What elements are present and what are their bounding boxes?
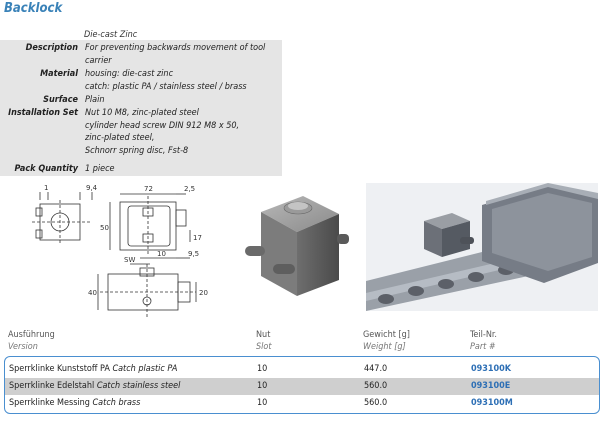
part-number-link[interactable]: 093100K (471, 364, 512, 374)
spec-value: housing: die-cast zinc (85, 69, 174, 79)
side-view-tab (35, 207, 43, 217)
application-image (366, 183, 598, 311)
header-slot-de: Nut (256, 330, 271, 340)
weight-cell: 560.0 (364, 398, 388, 408)
side-view-tab (35, 229, 43, 239)
spec-label: Surface (43, 95, 78, 105)
spec-value: carrier (85, 55, 112, 66)
spec-value: zinc-plated steel, (85, 133, 155, 143)
table-row[interactable]: Sperrklinke Edelstahl Catch stainless st… (5, 378, 599, 395)
header-weight-en: Weight [g] (363, 342, 406, 352)
part-number-link[interactable]: 093100M (471, 398, 513, 408)
top-view-screw-head (177, 281, 191, 303)
dimension-label: SW (124, 256, 135, 264)
version-cell: Sperrklinke Edelstahl Catch stainless st… (9, 381, 181, 391)
spec-value: For preventing backwards movement of too… (85, 43, 266, 53)
page-title: Backlock (4, 1, 63, 16)
header-part-en: Part # (470, 342, 496, 352)
block-front (261, 212, 297, 296)
slot-cell: 10 (257, 364, 268, 374)
spec-panel (0, 40, 282, 176)
top-catch-face (288, 202, 308, 210)
header-slot-en: Slot (256, 342, 272, 352)
header-version: Ausführung Version (8, 329, 55, 353)
dimension-label: 10 (157, 250, 166, 258)
spec-value: Nut 10 M8, zinc-plated steel (85, 108, 199, 118)
block-side (297, 214, 339, 296)
weight-cell: 560.0 (364, 381, 388, 391)
spec-label: Installation Set (8, 108, 78, 118)
header-part: Teil-Nr. Part # (470, 329, 497, 353)
dimension-label: 72 (144, 185, 153, 193)
spec-label: Description (25, 43, 78, 53)
product-table: Sperrklinke Kunststoff PA Catch plastic … (4, 356, 600, 414)
dimension-label: 50 (100, 224, 109, 232)
dimension-label: 40 (88, 289, 97, 297)
table-row[interactable]: Sperrklinke Messing Catch brass 10 560.0… (5, 395, 599, 412)
dimension-label: 20 (199, 289, 208, 297)
spec-value: cylinder head screw DIN 912 M8 x 50, (85, 120, 240, 131)
version-cell: Sperrklinke Kunststoff PA Catch plastic … (9, 364, 178, 374)
slot-cell: 10 (257, 398, 268, 408)
version-cell: Sperrklinke Messing Catch brass (9, 398, 141, 408)
spec-value: catch: plastic PA / stainless steel / br… (85, 81, 247, 92)
product-image (245, 196, 349, 296)
dimension-label: 9,4 (86, 184, 98, 192)
slot-cell: 10 (257, 381, 268, 391)
table-row[interactable]: Sperrklinke Kunststoff PA Catch plastic … (5, 361, 599, 378)
spec-value: Schnorr spring disc, Fst-8 (85, 145, 189, 156)
backlock (424, 213, 470, 229)
material-subtitle: Die-cast Zinc (84, 30, 138, 40)
spec-label: Pack Quantity (14, 164, 79, 174)
spec-label: Material (40, 69, 78, 79)
header-weight: Gewicht [g] Weight [g] (363, 329, 410, 353)
header-version-de: Ausführung (8, 330, 55, 340)
header-weight-de: Gewicht [g] (363, 330, 410, 340)
spec-value: Plain (85, 95, 105, 105)
dimension-label: 1 (44, 184, 48, 192)
dimension-label: 9,5 (188, 250, 199, 258)
header-version-en: Version (8, 342, 38, 352)
weight-cell: 447.0 (364, 364, 388, 374)
front-view-screw-head (175, 209, 187, 227)
technical-drawing: 1 9,4 72 2,5 50 17 10 9,5 SW 40 20 (32, 184, 208, 318)
spec-value: 1 piece (85, 164, 115, 174)
screw-right (337, 234, 349, 244)
screw-left (245, 246, 265, 256)
front-view-inner (127, 205, 171, 247)
part-number-link[interactable]: 093100E (471, 381, 511, 391)
dimension-label: 17 (193, 234, 202, 242)
dimension-label: 2,5 (184, 185, 195, 193)
header-slot: Nut Slot (256, 329, 272, 353)
header-part-de: Teil-Nr. (470, 330, 497, 340)
screw-front (273, 264, 295, 274)
